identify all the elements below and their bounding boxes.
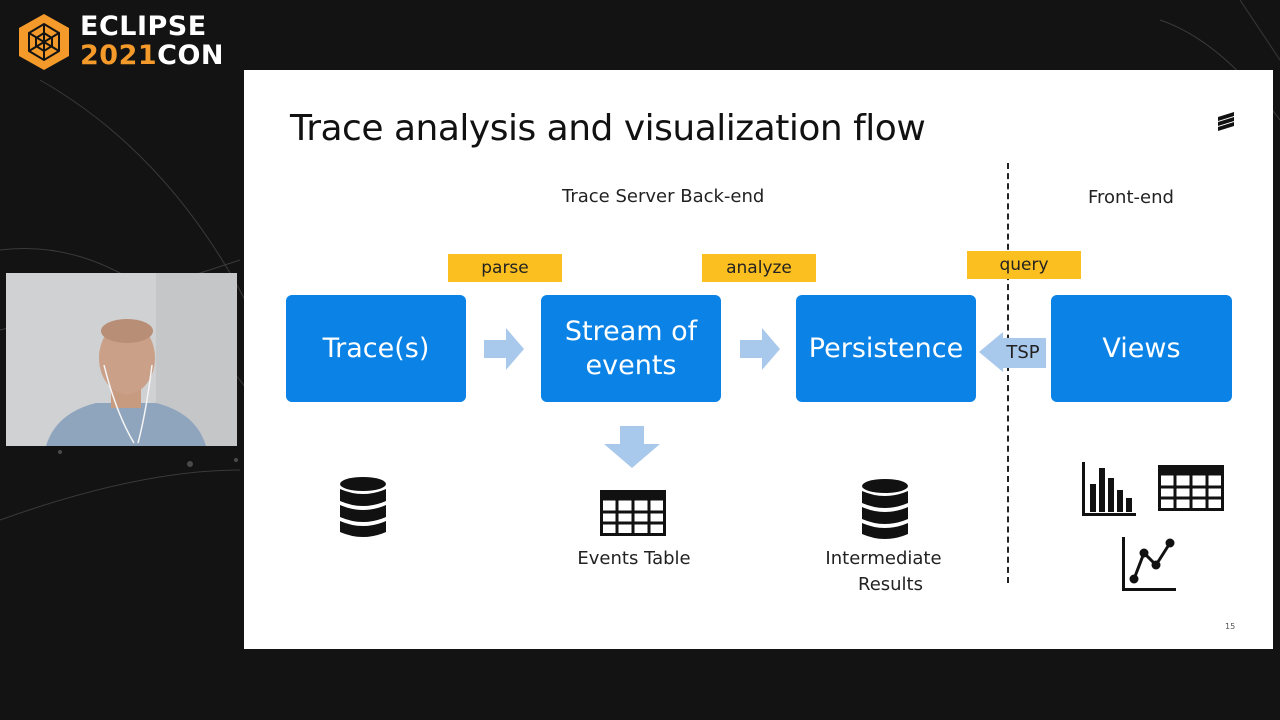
right-arrow-icon [484, 328, 524, 370]
ericsson-brand-icon [1218, 112, 1234, 131]
tsp-label: TSP [1000, 338, 1046, 368]
speaker-video-frame [6, 273, 237, 446]
logo-year-con: 2021CON [80, 41, 224, 70]
query-tag: query [967, 251, 1081, 279]
persistence-box-label: Persistence [808, 332, 964, 364]
frontend-section-label: Front-end [1088, 187, 1174, 208]
stream-box-label-line1: Stream of [564, 315, 698, 347]
logo-text: ECLIPSE 2021CON [80, 12, 224, 70]
eclipse-hex-logo-icon [19, 14, 69, 70]
intermediate-results-caption: Intermediate Results [806, 546, 961, 598]
traces-box-label: Trace(s) [322, 332, 430, 364]
left-arrow-head-icon [979, 332, 1003, 372]
down-arrow-icon [604, 426, 660, 468]
line-chart-icon [1122, 537, 1176, 591]
logo-year-text: 2021 [80, 40, 158, 71]
logo-eclipse-text: ECLIPSE [80, 11, 207, 42]
parse-tag: parse [448, 254, 562, 282]
stream-of-events-box: Stream of events [541, 295, 721, 402]
backend-frontend-divider [1007, 163, 1009, 583]
logo-con-text: CON [157, 40, 225, 71]
persistence-box: Persistence [796, 295, 976, 402]
table-icon [1158, 465, 1224, 511]
traces-box: Trace(s) [286, 295, 466, 402]
database-icon [862, 479, 908, 539]
table-icon [600, 490, 666, 536]
intermediate-caption-line1: Intermediate [825, 548, 942, 569]
analyze-tag: analyze [702, 254, 816, 282]
bar-chart-icon [1082, 462, 1136, 516]
speaker-webcam [6, 273, 237, 446]
right-arrow-icon [740, 328, 780, 370]
presentation-slide: Trace analysis and visualization flow Tr… [244, 70, 1273, 649]
views-box-label: Views [1102, 332, 1181, 364]
events-table-caption: Events Table [577, 548, 691, 569]
views-box: Views [1051, 295, 1232, 402]
slide-title: Trace analysis and visualization flow [290, 108, 926, 149]
stream-box-label-line2: events [585, 349, 677, 381]
database-icon [340, 477, 386, 537]
slide-page-number: 15 [1225, 622, 1236, 631]
backend-section-label: Trace Server Back-end [562, 186, 765, 207]
intermediate-caption-line2: Results [858, 574, 923, 595]
eclipsecon-logo: ECLIPSE 2021CON [16, 12, 231, 72]
